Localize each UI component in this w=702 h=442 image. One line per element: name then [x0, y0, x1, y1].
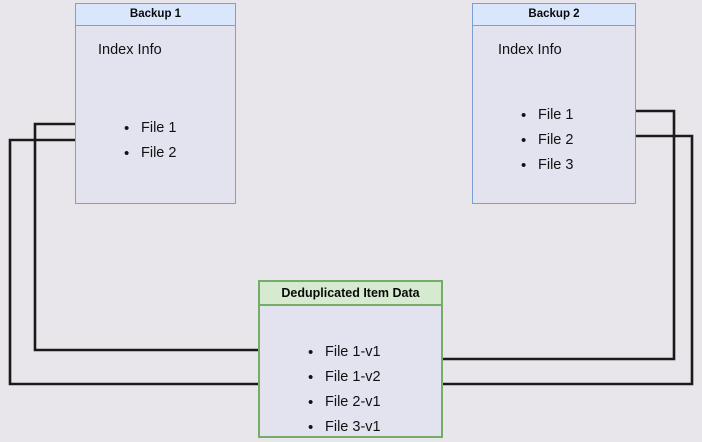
deduplicated-item-data-box[interactable]: Deduplicated Item Data File 1-v1 File 1-… — [258, 280, 443, 440]
backup-2-file-list: File 1 File 2 File 3 — [521, 103, 573, 178]
backup-1-header: Backup 1 — [76, 4, 235, 26]
backup-2-box[interactable]: Backup 2 Index Info File 1 File 2 File 3 — [472, 3, 636, 204]
list-item[interactable]: File 2 — [124, 141, 176, 166]
backup-2-index-info-label: Index Info — [498, 42, 562, 58]
list-item[interactable]: File 1-v2 — [308, 365, 381, 390]
list-item[interactable]: File 1 — [521, 103, 573, 128]
deduplicated-item-list: File 1-v1 File 1-v2 File 2-v1 File 3-v1 — [308, 340, 381, 440]
deduplicated-item-data-header: Deduplicated Item Data — [260, 282, 441, 306]
list-item[interactable]: File 1 — [124, 116, 176, 141]
list-item[interactable]: File 1-v1 — [308, 340, 381, 365]
backup-1-file-list: File 1 File 2 — [124, 116, 176, 166]
backup-2-header: Backup 2 — [473, 4, 635, 26]
list-item[interactable]: File 2-v1 — [308, 390, 381, 415]
list-item[interactable]: File 3-v1 — [308, 415, 381, 440]
list-item[interactable]: File 3 — [521, 153, 573, 178]
backup-1-index-info-label: Index Info — [98, 42, 162, 58]
list-item[interactable]: File 2 — [521, 128, 573, 153]
backup-1-box[interactable]: Backup 1 Index Info File 1 File 2 — [75, 3, 236, 204]
